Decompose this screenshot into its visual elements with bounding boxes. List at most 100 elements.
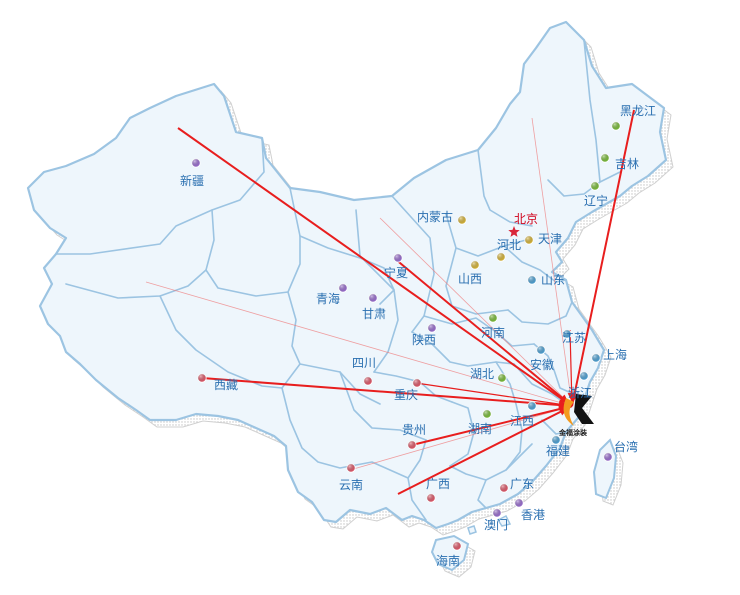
label-anhui[interactable]: 安徽 — [530, 358, 555, 372]
province-border — [391, 195, 435, 333]
province-border — [513, 363, 567, 405]
marker-shanghai[interactable] — [591, 353, 601, 363]
company-logo-icon[interactable] — [563, 394, 594, 426]
label-guangxi[interactable]: 广西 — [426, 477, 451, 491]
marker-liaoning[interactable] — [590, 181, 600, 191]
province-border — [423, 315, 535, 347]
marker-guangxi[interactable] — [426, 493, 436, 503]
marker-xianggang[interactable] — [514, 498, 524, 508]
label-hebei[interactable]: 河北 — [497, 238, 522, 252]
label-jiangxi[interactable]: 江西 — [510, 414, 535, 428]
marker-xinjiang[interactable] — [191, 158, 201, 168]
route-arrowhead — [567, 392, 576, 403]
marker-shandong[interactable] — [527, 275, 537, 285]
marker-sichuan[interactable] — [363, 376, 373, 386]
hub-logo-text: 金福涂装 — [559, 429, 587, 437]
province-border — [55, 137, 265, 255]
route-guizhou — [411, 405, 573, 446]
province-border — [445, 213, 527, 257]
marker-qinghai[interactable] — [338, 283, 348, 293]
marker-anhui[interactable] — [536, 345, 546, 355]
label-sichuan[interactable]: 四川 — [352, 356, 377, 370]
marker-aomen[interactable] — [492, 508, 502, 518]
label-hainan[interactable]: 海南 — [436, 554, 461, 568]
capital-star-icon[interactable] — [508, 226, 520, 237]
label-aomen[interactable]: 澳门 — [484, 518, 509, 532]
route-neimenggu — [379, 217, 573, 407]
route-qinghai — [145, 281, 573, 407]
label-heilongjiang[interactable]: 黑龙江 — [620, 104, 657, 118]
marker-shanxi[interactable] — [470, 260, 480, 270]
marker-hunan[interactable] — [482, 409, 492, 419]
marker-neimenggu[interactable] — [457, 215, 467, 225]
route-yunnan — [349, 405, 573, 471]
marker-yunnan[interactable] — [346, 463, 356, 473]
label-gansu[interactable]: 甘肃 — [362, 307, 387, 321]
route-xizang — [201, 377, 573, 407]
label-jiangsu[interactable]: 江苏 — [562, 331, 587, 345]
label-xinjiang[interactable]: 新疆 — [180, 174, 205, 188]
marker-henan[interactable] — [488, 313, 498, 323]
label-liaoning[interactable]: 辽宁 — [584, 194, 609, 208]
marker-fujian[interactable] — [551, 435, 561, 445]
province-border — [477, 479, 487, 509]
province-border — [477, 149, 533, 227]
marker-guizhou[interactable] — [407, 440, 417, 450]
label-xianggang[interactable]: 香港 — [521, 508, 546, 522]
province-border — [449, 401, 475, 467]
province-border — [541, 419, 567, 435]
china-mainland — [26, 20, 668, 530]
province-border — [411, 331, 515, 367]
route-lines — [145, 109, 635, 495]
label-henan[interactable]: 河南 — [481, 326, 506, 340]
label-qinghai[interactable]: 青海 — [316, 292, 341, 306]
marker-guangdong[interactable] — [499, 483, 509, 493]
marker-hebei[interactable] — [496, 252, 506, 262]
label-tianjin[interactable]: 天津 — [538, 232, 563, 246]
marker-gansu[interactable] — [368, 293, 378, 303]
province-border — [407, 439, 427, 521]
label-shaanxi[interactable]: 陕西 — [412, 333, 437, 347]
label-chongqing[interactable]: 重庆 — [394, 388, 419, 402]
label-shandong[interactable]: 山东 — [541, 273, 566, 287]
route-heilongjiang — [571, 109, 635, 407]
marker-shaanxi[interactable] — [427, 323, 437, 333]
label-ningxia[interactable]: 宁夏 — [384, 266, 409, 280]
marker-chongqing[interactable] — [412, 378, 422, 388]
hub-logo — [563, 394, 594, 426]
label-taiwan[interactable]: 台湾 — [614, 440, 639, 454]
marker-xizang[interactable] — [197, 373, 207, 383]
marker-jilin[interactable] — [600, 153, 610, 163]
label-xizang[interactable]: 西藏 — [214, 378, 239, 392]
province-border — [495, 361, 523, 471]
province-border — [583, 39, 601, 183]
label-beijing[interactable]: 北京 — [514, 212, 539, 226]
marker-ningxia[interactable] — [393, 253, 403, 263]
route-ningxia — [393, 257, 573, 407]
label-fujian[interactable]: 福建 — [546, 444, 571, 458]
marker-jiangxi[interactable] — [527, 401, 537, 411]
label-shanghai[interactable]: 上海 — [603, 348, 628, 362]
label-shanxi[interactable]: 山西 — [458, 272, 483, 286]
label-zhejiang[interactable]: 浙江 — [568, 386, 593, 400]
small-island — [467, 525, 477, 535]
marker-hubei[interactable] — [497, 373, 507, 383]
marker-taiwan[interactable] — [603, 452, 613, 462]
province-border — [205, 187, 301, 297]
label-yunnan[interactable]: 云南 — [339, 478, 364, 492]
marker-heilongjiang[interactable] — [611, 121, 621, 131]
label-neimenggu[interactable]: 内蒙古 — [417, 210, 454, 224]
route-guangxi — [397, 405, 573, 495]
label-guangdong[interactable]: 广东 — [510, 477, 535, 491]
label-hubei[interactable]: 湖北 — [470, 367, 495, 381]
province-border — [355, 209, 399, 373]
label-guizhou[interactable]: 贵州 — [402, 423, 427, 437]
label-hunan[interactable]: 湖南 — [468, 422, 493, 436]
marker-tianjin[interactable] — [524, 235, 534, 245]
marker-jiangsu[interactable] — [562, 329, 572, 339]
marker-hainan[interactable] — [452, 541, 462, 551]
marker-zhejiang[interactable] — [579, 371, 589, 381]
province-border — [507, 301, 573, 325]
label-jilin[interactable]: 吉林 — [615, 157, 640, 171]
